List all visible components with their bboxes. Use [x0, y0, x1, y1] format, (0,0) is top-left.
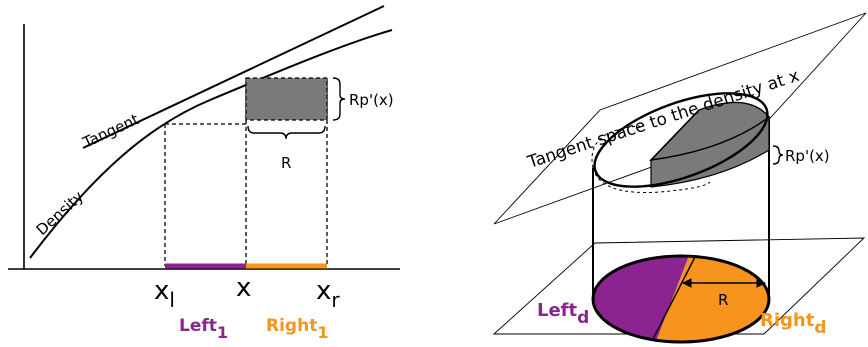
- hidden-edge-top: [591, 125, 641, 169]
- left-panel: Tangent Density Rp'(x) R xl x xr Left1 R…: [8, 5, 400, 342]
- x-right-label: xr: [316, 276, 340, 312]
- tangent-label: Tangent: [79, 110, 142, 152]
- right-height-brace: [772, 145, 784, 165]
- right-panel: R Rp'(x) Tangent space to the density at…: [492, 12, 867, 344]
- density-curve: [29, 29, 393, 259]
- width-label: R: [281, 154, 291, 172]
- hidden-edge-plane: [592, 167, 711, 193]
- left-region-label: Leftd: [537, 300, 589, 328]
- x-mid-label: x: [236, 273, 251, 303]
- top-split-line: [650, 109, 700, 161]
- split-line: [651, 256, 696, 342]
- right-interval-label: Right1: [266, 316, 328, 342]
- right-height-label: Rp'(x): [785, 147, 830, 165]
- x-left-label: xl: [154, 276, 175, 312]
- top-disk-outline: [593, 92, 769, 188]
- height-brace: [332, 77, 346, 121]
- left-interval-label: Left1: [179, 316, 228, 342]
- base-disk-outline: [591, 254, 771, 344]
- height-label: Rp'(x): [349, 91, 394, 109]
- density-label: Density: [33, 187, 88, 239]
- radius-label: R: [718, 291, 728, 309]
- wedge-top: [649, 101, 771, 161]
- tangent-line: [82, 5, 385, 149]
- width-brace: [247, 125, 326, 140]
- height-box: [245, 77, 328, 121]
- right-region-label: Rightd: [760, 310, 827, 338]
